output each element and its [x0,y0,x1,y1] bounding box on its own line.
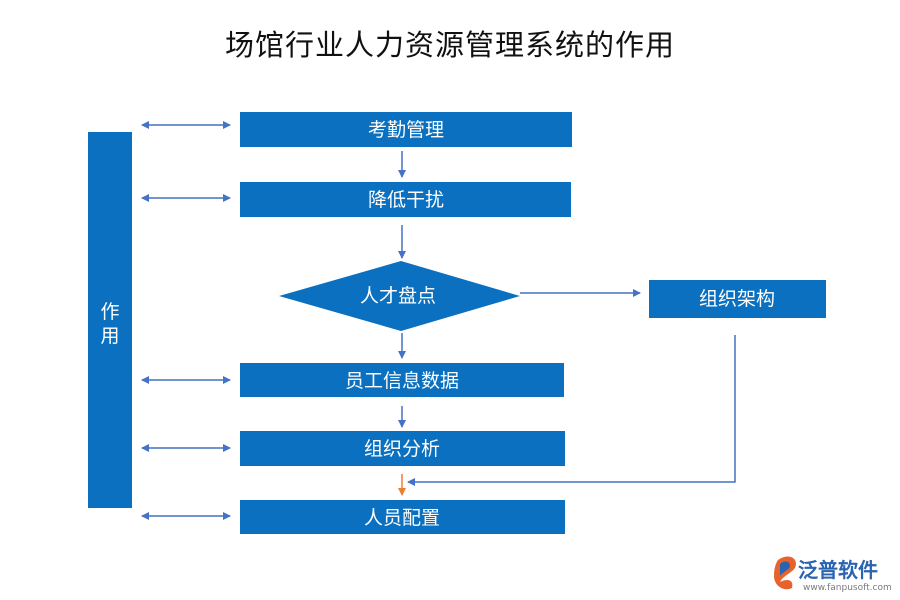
fanpu-logo-icon [774,556,796,590]
logo-name: 泛普软件 [798,558,878,582]
side-label: 作 用 [88,300,132,348]
box-reduce-interference-label: 降低干扰 [368,189,444,211]
side-bar [88,132,132,508]
side-label-char-2: 用 [100,325,120,347]
box-org-analysis-label: 组织分析 [364,438,440,460]
box-employee-info [240,363,564,397]
box-org-structure [649,280,826,318]
diamond-talent-inventory-label: 人才盘点 [360,285,436,307]
box-reduce-interference [240,182,571,217]
diamond-talent-inventory [279,261,520,331]
page-title: 场馆行业人力资源管理系统的作用 [224,28,675,62]
box-org-structure-label: 组织架构 [699,288,775,310]
arrow-org-structure-return [407,335,736,486]
box-org-analysis [240,431,565,466]
box-employee-info-label: 员工信息数据 [345,370,459,392]
box-staffing [240,500,565,534]
side-label-char-1: 作 [100,301,120,323]
logo-url: www.fanpusoft.com [803,583,892,593]
box-attendance [240,112,572,147]
box-staffing-label: 人员配置 [364,507,440,529]
box-attendance-label: 考勤管理 [368,119,444,141]
